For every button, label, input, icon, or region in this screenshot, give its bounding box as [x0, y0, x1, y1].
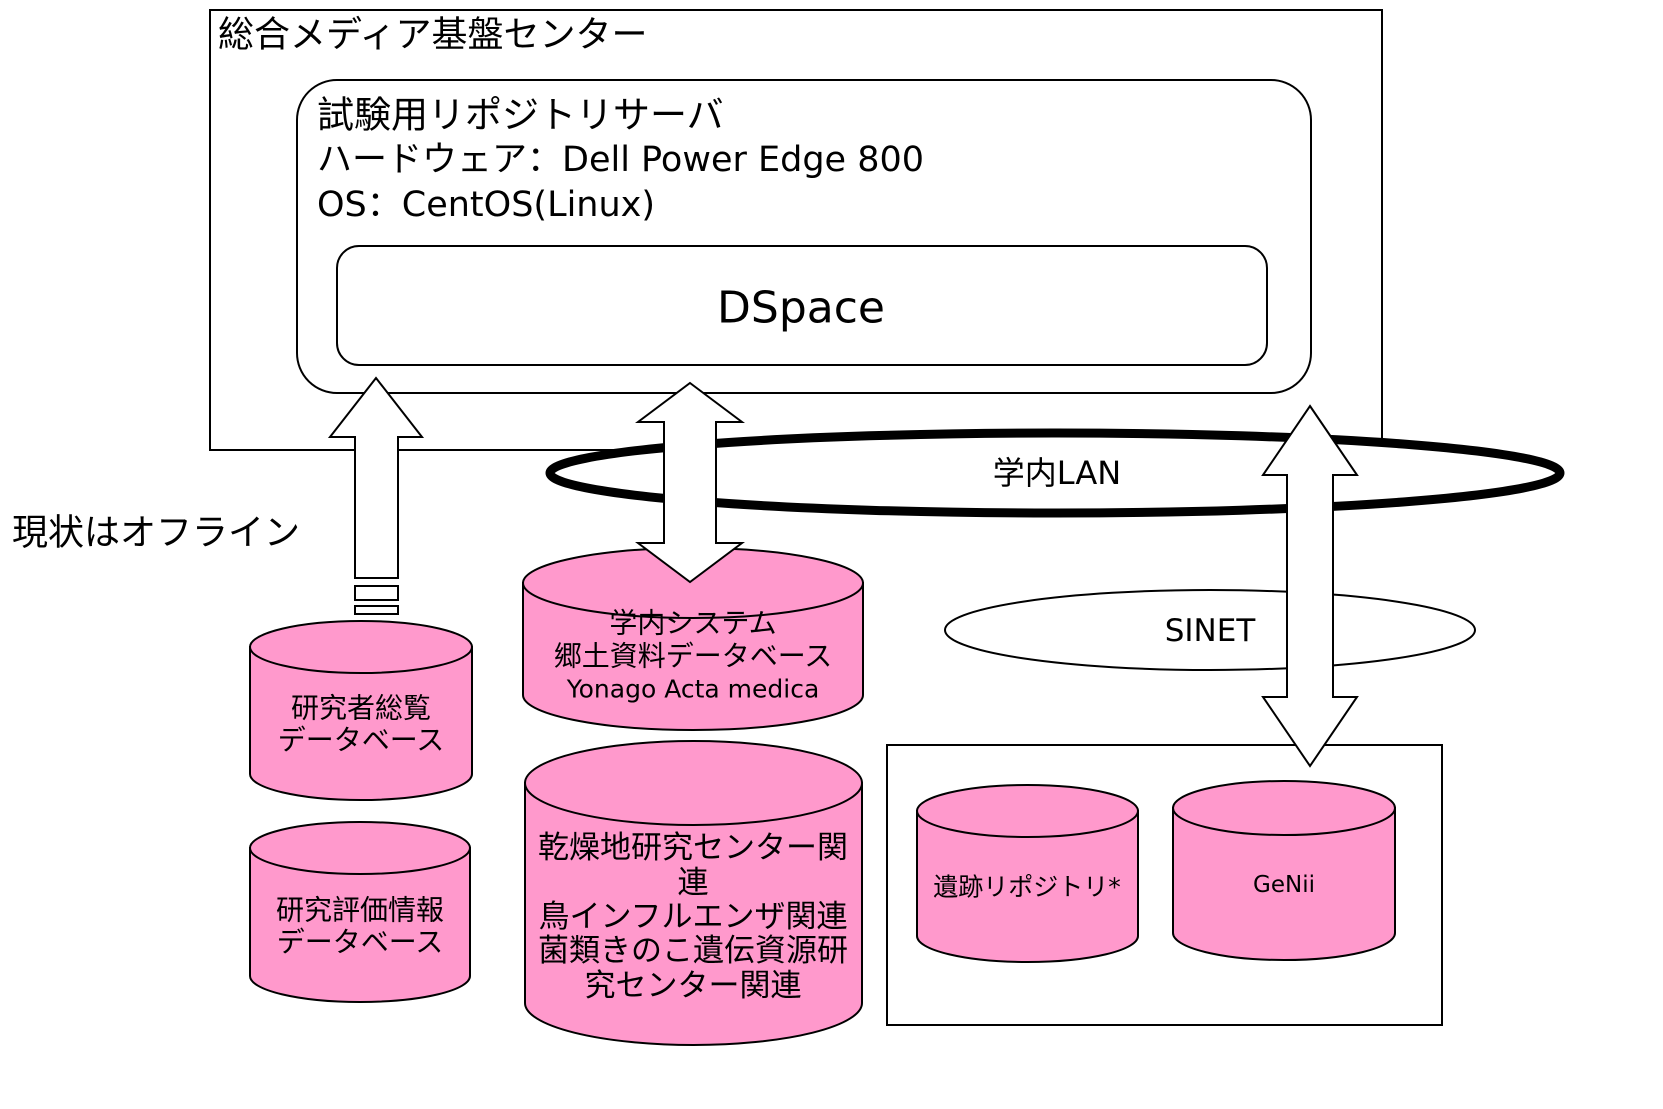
db-label-line: 郷土資料データベース [554, 640, 833, 673]
repository-server-group: 試験用リポジトリサーバ ハードウェア：Dell Power Edge 800 O… [296, 79, 1312, 394]
db-cylinder-top [916, 784, 1139, 838]
offline-arrow-head-shaft [327, 376, 425, 579]
offline-arrow [327, 376, 425, 615]
db-label-line: 研究評価情報 [276, 894, 444, 927]
db-label-line: 乾燥地研究センター関 [538, 830, 848, 866]
db-label-line: 研究者総覧 [291, 692, 431, 725]
db-cylinder-body [1172, 807, 1396, 961]
campus-lan-label: 学内LAN [993, 454, 1121, 492]
repository-server-os: OS：CentOS(Linux) [317, 185, 655, 225]
sinet-ellipse [944, 589, 1476, 671]
db-research-evaluation: 研究評価情報 データベース [249, 821, 471, 1003]
db-label-line: 鳥インフルエンザ関連 [538, 899, 847, 935]
db-label-line: Yonago Acta medica [566, 675, 820, 704]
db-campus-systems: 学内システム 郷土資料データベース Yonago Acta medica [522, 547, 864, 731]
repository-server-hardware: ハードウェア：Dell Power Edge 800 [317, 140, 924, 180]
db-researcher-directory: 研究者総覧 データベース [249, 620, 473, 801]
campus-systems-double-arrow [635, 381, 745, 584]
sinet-label: SINET [1165, 613, 1257, 649]
db-cylinder-top [1172, 780, 1396, 836]
db-genii: GeNii [1172, 780, 1396, 961]
dspace-label: DSpace [717, 283, 885, 334]
sinet-group: SINET [944, 589, 1476, 671]
media-center-title: 総合メディア基盤センター [218, 15, 647, 56]
db-label-line: 菌類きのこ遺伝資源研 [538, 933, 848, 969]
db-cylinder-body [249, 646, 473, 801]
db-cylinder-body [522, 582, 864, 731]
db-site-repository: 遺跡リポジトリ* [916, 784, 1139, 963]
db-label-line: 究センター関連 [585, 968, 802, 1004]
db-label-line: 連 [678, 865, 709, 901]
db-label-line: 学内システム [609, 607, 776, 640]
db-label-line: GeNii [1253, 872, 1315, 898]
offline-arrow-break-2 [354, 605, 399, 615]
offline-arrow-break-1 [354, 585, 399, 601]
db-label-line: データベース [277, 926, 444, 959]
db-cylinder-top [249, 620, 473, 674]
db-cylinder-body [916, 810, 1139, 963]
sinet-double-arrow [1261, 404, 1359, 768]
db-label-line: 遺跡リポジトリ* [933, 873, 1121, 902]
db-cylinder-body [524, 782, 863, 1046]
repository-server-title: 試験用リポジトリサーバ [317, 94, 724, 137]
db-cylinder-top [249, 821, 471, 875]
offline-note: 現状はオフライン [12, 513, 300, 554]
db-cylinder-top [524, 740, 863, 826]
dspace-box [336, 245, 1268, 366]
db-research-centers: 乾燥地研究センター関 連 鳥インフルエンザ関連 菌類きのこ遺伝資源研 究センター… [524, 740, 863, 1046]
db-cylinder-body [249, 847, 471, 1003]
db-label-line: データベース [278, 724, 445, 757]
